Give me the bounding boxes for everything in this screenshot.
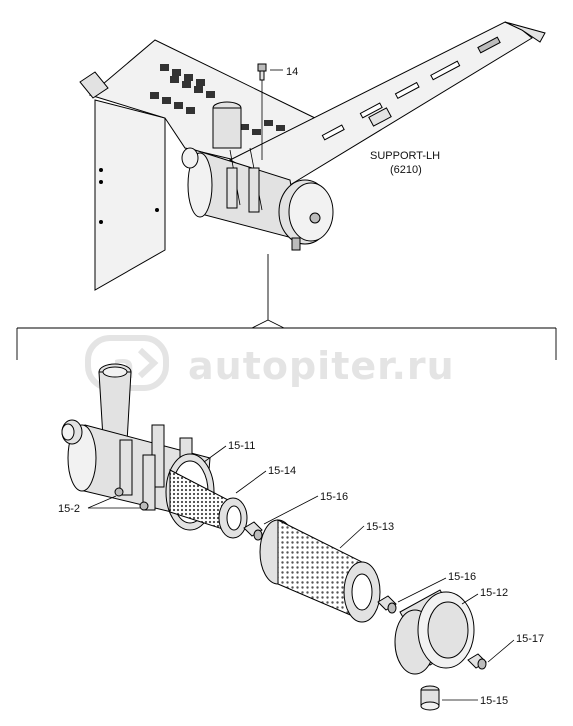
bracket-slot-grid (150, 64, 285, 135)
callout-support-name: SUPPORT-LH (370, 150, 440, 162)
mounting-bracket (79, 21, 546, 291)
watermark-text: autopiter.ru (188, 344, 455, 388)
wing-nut-b (377, 595, 397, 614)
callout-15-2: 15-2 (58, 503, 80, 515)
inner-filter-element (169, 469, 248, 539)
callout-15-15: 15-15 (480, 695, 508, 707)
callout-14: 14 (286, 66, 298, 78)
callout-labels: 14 SUPPORT-LH (6210) 15-11 15-14 15-16 1… (58, 66, 544, 707)
watermark: a autopiter.ru (85, 335, 455, 391)
air-cleaner-upper-assembly (181, 101, 334, 251)
outer-filter-element (259, 519, 381, 623)
wing-nut-15-17 (467, 653, 487, 670)
callout-support-code: (6210) (390, 164, 422, 176)
dust-valve (420, 685, 440, 711)
callout-15-13: 15-13 (366, 521, 394, 533)
callout-15-14: 15-14 (268, 465, 296, 477)
exploded-view-frame (16, 254, 557, 360)
filter-cover (394, 589, 475, 675)
wing-nut-a (243, 521, 263, 541)
callout-15-16-b: 15-16 (448, 571, 476, 583)
callout-15-16-a: 15-16 (320, 491, 348, 503)
callout-15-11: 15-11 (228, 440, 255, 452)
bolt-14 (257, 63, 283, 160)
callout-15-17: 15-17 (516, 633, 544, 645)
callout-15-12: 15-12 (480, 587, 508, 599)
leader-lines (87, 445, 515, 701)
